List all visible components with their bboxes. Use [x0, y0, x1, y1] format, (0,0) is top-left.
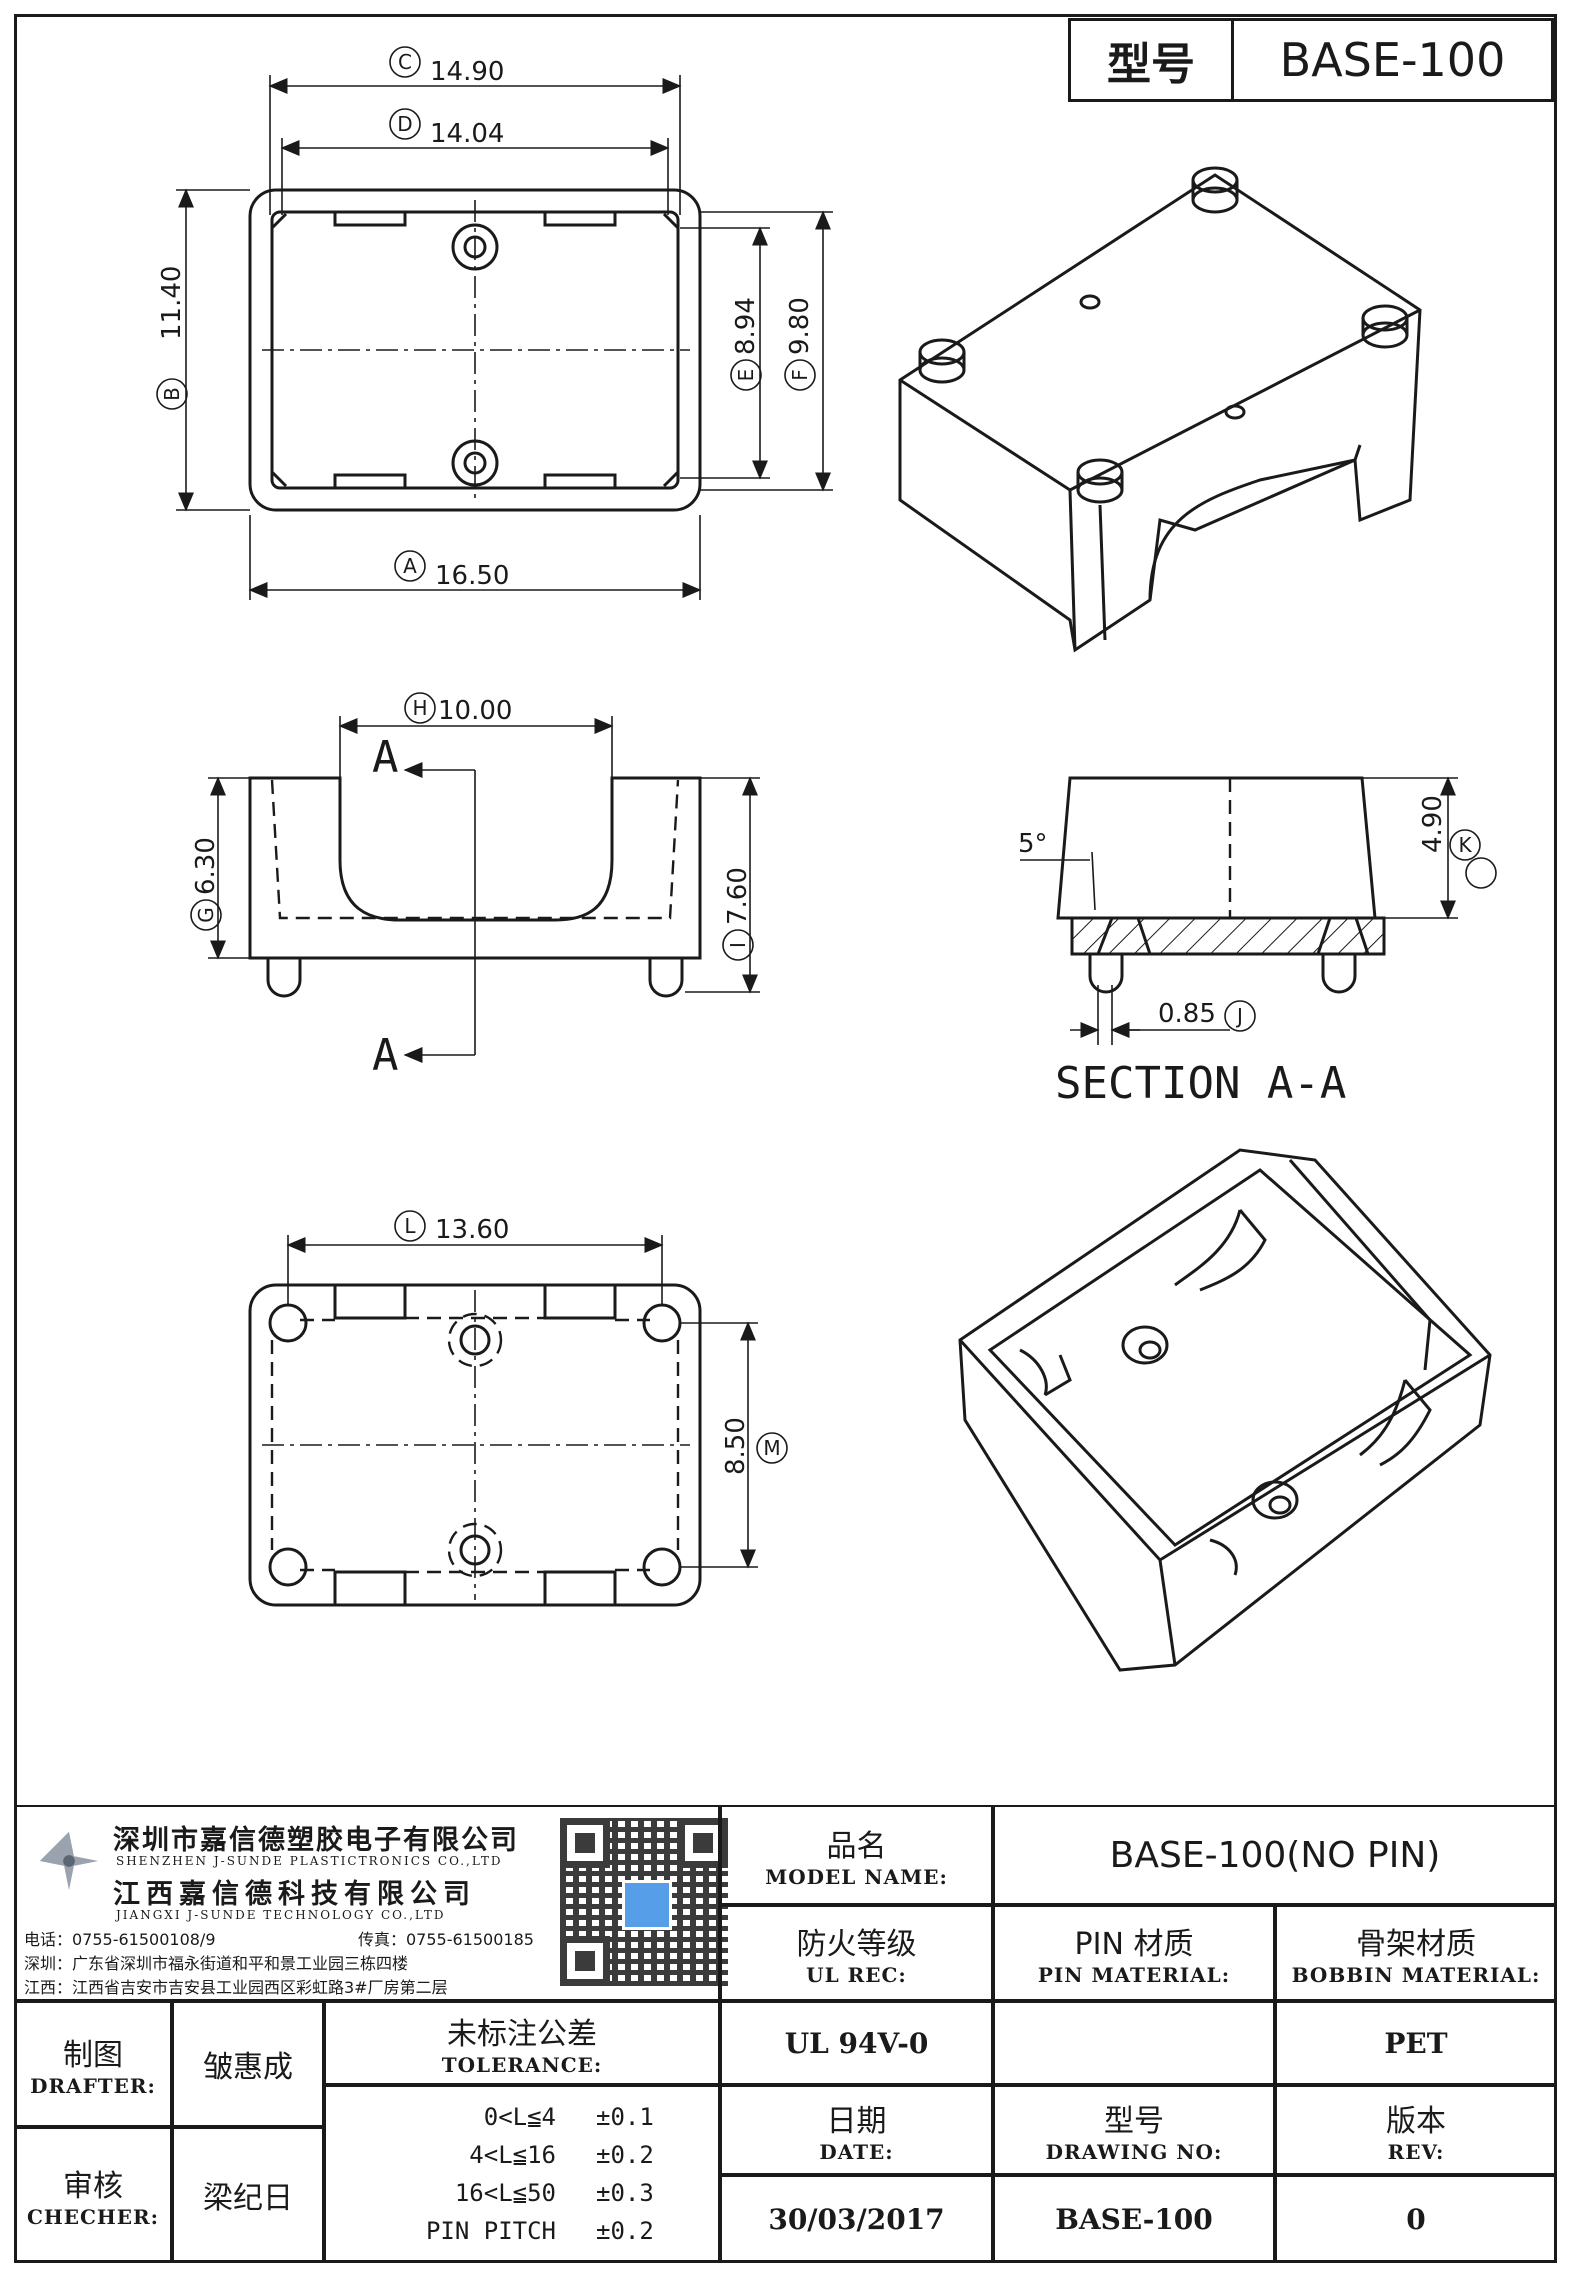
company-block: 深圳市嘉信德塑胶电子有限公司 SHENZHEN J-SUNDE PLASTICT…: [18, 1808, 728, 1998]
tolerance-row: 0<L≦4 ±0.1: [483, 2103, 654, 2131]
section-angle-label: 5°: [1018, 829, 1048, 859]
title-box-value: BASE-100: [1279, 33, 1506, 87]
svg-text:J: J: [1235, 1004, 1243, 1028]
cell-rev-value: 0: [1275, 2175, 1557, 2263]
svg-text:A: A: [403, 554, 417, 578]
svg-text:7.60: 7.60: [723, 867, 753, 925]
dim-F: 9.80F: [784, 297, 816, 391]
company-name-en-2: JIANGXI J-SUNDE TECHNOLOGY CO.,LTD: [116, 1908, 446, 1922]
cell-pin-label: PIN 材质 PIN MATERIAL:: [993, 1905, 1275, 2001]
qr-code-icon: [560, 1818, 728, 1986]
cell-tolerance-label: 未标注公差 TOLERANCE:: [324, 2001, 720, 2085]
svg-text:0.85: 0.85: [1158, 999, 1216, 1029]
tolerance-row: 4<L≦16 ±0.2: [469, 2141, 654, 2169]
dim-B: 11.40B: [156, 266, 188, 410]
svg-text:G: G: [194, 907, 218, 923]
dim-E: 8.94E: [730, 297, 762, 391]
cell-rev-label: 版本 REV:: [1275, 2085, 1557, 2175]
dim-K-letter: K: [1449, 829, 1481, 861]
cell-tolerance-values: 0<L≦4 ±0.1 4<L≦16 ±0.2 16<L≦50 ±0.3 PIN …: [324, 2085, 720, 2263]
company-logo-icon: [39, 1831, 99, 1891]
svg-text:16.50: 16.50: [435, 561, 509, 591]
cell-drawing-value: BASE-100: [993, 2175, 1275, 2263]
svg-text:L: L: [404, 1214, 416, 1238]
svg-text:14.04: 14.04: [430, 119, 504, 149]
cell-model-name-label: 品名 MODEL NAME:: [720, 1805, 993, 1905]
dim-G: 6.30G: [190, 837, 222, 931]
svg-text:H: H: [412, 696, 427, 720]
cell-checker-value: 梁纪日: [172, 2127, 324, 2263]
svg-text:E: E: [734, 369, 758, 382]
cell-bobbin-value: PET: [1275, 2001, 1557, 2085]
svg-text:F: F: [788, 369, 812, 381]
svg-text:M: M: [763, 1436, 780, 1460]
cell-ul-value: UL 94V-0: [720, 2001, 993, 2085]
section-marker-bottom: A: [372, 1030, 399, 1081]
cell-drafter-label: 制图 DRAFTER:: [14, 2001, 172, 2127]
svg-text:C: C: [398, 50, 412, 74]
technical-drawing: C 14.90 D 14.04 A 16.50 11.40B 8.94E 9.80F: [156, 46, 1497, 1672]
svg-text:K: K: [1458, 833, 1472, 857]
svg-text:10.00: 10.00: [438, 696, 512, 726]
svg-text:B: B: [160, 387, 184, 401]
svg-text:8.50: 8.50: [721, 1417, 751, 1475]
company-addr-sz: 深圳：广东省深圳市福永街道和平和景工业园三栋四楼: [24, 1954, 409, 1973]
dim-A: A 16.50: [394, 550, 509, 591]
dim-D: D 14.04: [389, 108, 504, 149]
company-phone: 电话：0755-61500108/9: [24, 1930, 216, 1949]
section-title: SECTION A-A: [1055, 1058, 1346, 1109]
svg-text:13.60: 13.60: [435, 1215, 509, 1245]
dim-M-letter: M: [756, 1432, 788, 1464]
cell-ul-label: 防火等级 UL REC:: [720, 1905, 993, 2001]
company-addr-jx: 江西：江西省吉安市吉安县工业园西区彩虹路3#厂房第二层: [24, 1978, 448, 1997]
section-a-a: [1020, 776, 1458, 1045]
side-view: [208, 716, 760, 1063]
cell-bobbin-label: 骨架材质 BOBBIN MATERIAL:: [1275, 1905, 1557, 2001]
cell-checker-label: 审核 CHECHER:: [14, 2127, 172, 2263]
company-fax: 传真：0755-61500185: [358, 1930, 534, 1949]
cell-drawing-label: 型号 DRAWING NO:: [993, 2085, 1275, 2175]
svg-text:4.90: 4.90: [1418, 795, 1448, 853]
section-marker-top: A: [372, 732, 399, 783]
company-name-cn-2: 江西嘉信德科技有限公司: [113, 1879, 476, 1910]
cell-drafter-value: 皱惠成: [172, 2001, 324, 2127]
company-name-cn-1: 深圳市嘉信德塑胶电子有限公司: [113, 1825, 519, 1856]
company-border: [14, 1805, 720, 2001]
dim-I: 7.60I: [722, 867, 754, 961]
cell-date-label: 日期 DATE:: [720, 2085, 993, 2175]
title-box: 型号 BASE-100: [1068, 18, 1554, 102]
isometric-view-top: [898, 166, 1422, 653]
tolerance-row: 16<L≦50 ±0.3: [454, 2179, 654, 2207]
svg-text:6.30: 6.30: [191, 837, 221, 895]
dim-K: 4.90: [1418, 795, 1497, 889]
cell-date-value: 30/03/2017: [720, 2175, 993, 2263]
svg-text:D: D: [397, 112, 412, 136]
company-name-en-1: SHENZHEN J-SUNDE PLASTICTRONICS CO.,LTD: [116, 1854, 503, 1868]
dim-C: C 14.90: [389, 46, 504, 87]
bottom-view: [248, 1235, 758, 1607]
tolerance-row: PIN PITCH ±0.2: [425, 2217, 654, 2245]
cell-pin-value: [993, 2001, 1275, 2085]
cell-model-name-value: BASE-100(NO PIN): [993, 1805, 1557, 1905]
top-view: [176, 75, 833, 600]
top-view-outline: [248, 188, 702, 512]
svg-text:14.90: 14.90: [430, 57, 504, 87]
dim-M: 8.50: [721, 1417, 751, 1475]
dim-J: 0.85 J: [1158, 999, 1256, 1032]
isometric-view-bottom: [958, 1148, 1492, 1672]
svg-text:9.80: 9.80: [785, 297, 815, 355]
dim-L: L 13.60: [394, 1210, 509, 1245]
svg-text:I: I: [726, 942, 750, 948]
title-box-label: 型号: [1071, 21, 1234, 99]
dim-H: H 10.00: [404, 692, 512, 726]
svg-text:11.40: 11.40: [157, 266, 187, 340]
svg-text:8.94: 8.94: [731, 297, 761, 355]
